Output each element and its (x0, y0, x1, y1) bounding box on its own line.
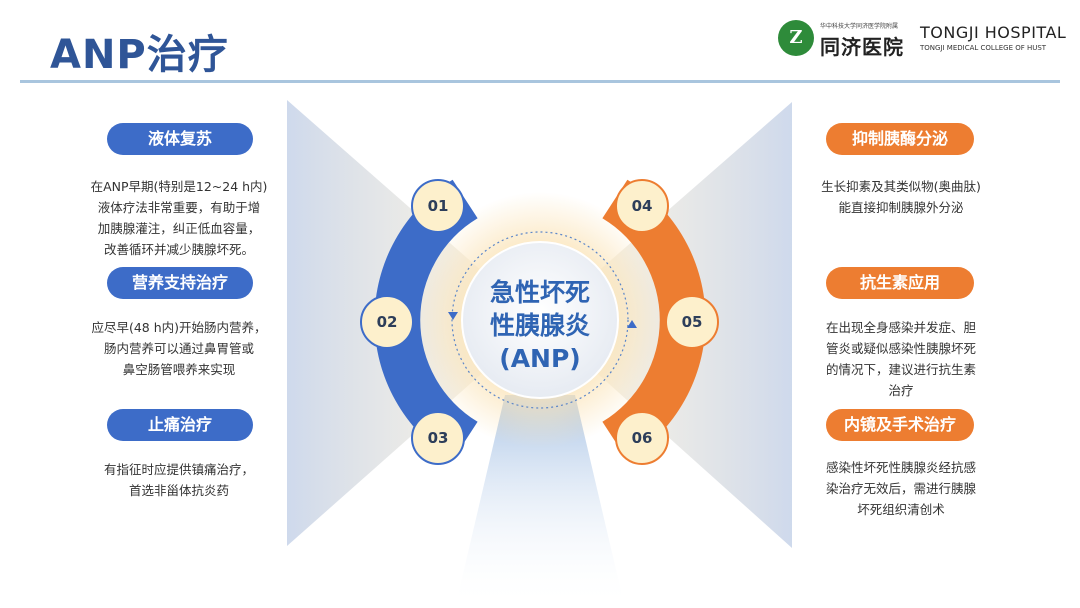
desc-nutrition-support: 应尽早(48 h内)开始肠内营养， 肠内营养可以通过鼻胃管或 鼻空肠管喂养来实现 (74, 317, 284, 380)
logo-english-subtitle: TONGJI MEDICAL COLLEGE OF HUST (920, 44, 1047, 52)
pill-enzyme-inhibition: 抑制胰酶分泌 (826, 123, 974, 155)
logo-chinese-name: 同济医院 (820, 35, 904, 59)
pill-endoscopy-surgery: 内镜及手术治疗 (826, 409, 974, 441)
dashed-ring (451, 231, 629, 409)
pill-pain-relief: 止痛治疗 (107, 409, 253, 441)
logo-emblem-icon: Z (778, 20, 814, 56)
badge-06-circle (615, 411, 669, 465)
desc-line: 在ANP早期(特别是12~24 h内) (90, 179, 268, 194)
desc-fluid-resuscitation: 在ANP早期(特别是12~24 h内) 液体疗法非常重要，有助于增 加胰腺灌注，… (74, 176, 284, 260)
desc-line: 肠内营养可以通过鼻胃管或 (103, 341, 254, 356)
desc-line: 染治疗无效后，需进行胰腺 (825, 481, 976, 496)
desc-line: 生长抑素及其类似物(奥曲肽) (821, 179, 981, 194)
badge-06: 06 (631, 429, 653, 447)
center-line-2: 性胰腺炎 (489, 311, 590, 340)
badge-04: 04 (631, 197, 653, 215)
hospital-logo: Z 华中科技大学同济医学院附属 同济医院 TONGJI HOSPITAL TON… (776, 18, 1068, 64)
center-line-3: (ANP) (499, 344, 581, 373)
pill-nutrition-support: 营养支持治疗 (107, 267, 253, 299)
logo-english-name: TONGJI HOSPITAL (920, 23, 1067, 42)
desc-line: 首选非甾体抗炎药 (128, 483, 229, 498)
badge-03: 03 (427, 429, 449, 447)
pill-fluid-resuscitation: 液体复苏 (107, 123, 253, 155)
left-blue-arc (374, 179, 478, 461)
ring-arrow-left-icon (448, 312, 458, 320)
desc-line: 治疗 (888, 383, 914, 398)
desc-line: 有指征时应提供镇痛治疗， (103, 462, 254, 477)
center-line-1: 急性坏死 (489, 278, 590, 307)
desc-pain-relief: 有指征时应提供镇痛治疗， 首选非甾体抗炎药 (74, 459, 284, 501)
desc-line: 加胰腺灌注，纠正低血容量， (97, 221, 261, 236)
center-label: 急性坏死 性胰腺炎 (ANP) (470, 276, 610, 375)
desc-line: 管炎或疑似感染性胰腺坏死 (825, 341, 976, 356)
desc-line: 能直接抑制胰腺外分泌 (838, 200, 964, 215)
desc-line: 改善循环并减少胰腺坏死。 (103, 242, 254, 257)
header-divider (20, 80, 1060, 83)
badge-02-circle (360, 295, 414, 349)
badge-01: 01 (427, 197, 449, 215)
ring-arrow-right-icon (627, 320, 637, 328)
badge-05-circle (665, 295, 719, 349)
desc-line: 应尽早(48 h内)开始肠内营养， (91, 320, 267, 335)
badge-05: 05 (681, 313, 703, 331)
page-title: ANP治疗 (50, 32, 229, 78)
badge-04-circle (615, 179, 669, 233)
badge-03-circle (411, 411, 465, 465)
desc-line: 感染性坏死性胰腺炎经抗感 (825, 460, 976, 475)
desc-enzyme-inhibition: 生长抑素及其类似物(奥曲肽) 能直接抑制胰腺外分泌 (796, 176, 1006, 218)
desc-line: 的情况下，建议进行抗生素 (825, 362, 976, 377)
center-circle (461, 241, 619, 399)
desc-endoscopy-surgery: 感染性坏死性胰腺炎经抗感 染治疗无效后，需进行胰腺 坏死组织清创术 (796, 457, 1006, 520)
right-orange-arc (602, 179, 706, 461)
desc-line: 坏死组织清创术 (857, 502, 945, 517)
desc-antibiotics: 在出现全身感染并发症、胆 管炎或疑似感染性胰腺坏死 的情况下，建议进行抗生素 治… (796, 317, 1006, 401)
badge-02: 02 (376, 313, 398, 331)
logo-affiliation: 华中科技大学同济医学院附属 (820, 23, 899, 30)
desc-line: 在出现全身感染并发症、胆 (825, 320, 976, 335)
desc-line: 鼻空肠管喂养来实现 (122, 362, 236, 377)
bottom-light-beam (455, 395, 625, 608)
badge-circles (360, 179, 719, 465)
desc-line: 液体疗法非常重要，有助于增 (97, 200, 261, 215)
badge-01-circle (411, 179, 465, 233)
pill-antibiotics: 抗生素应用 (826, 267, 974, 299)
